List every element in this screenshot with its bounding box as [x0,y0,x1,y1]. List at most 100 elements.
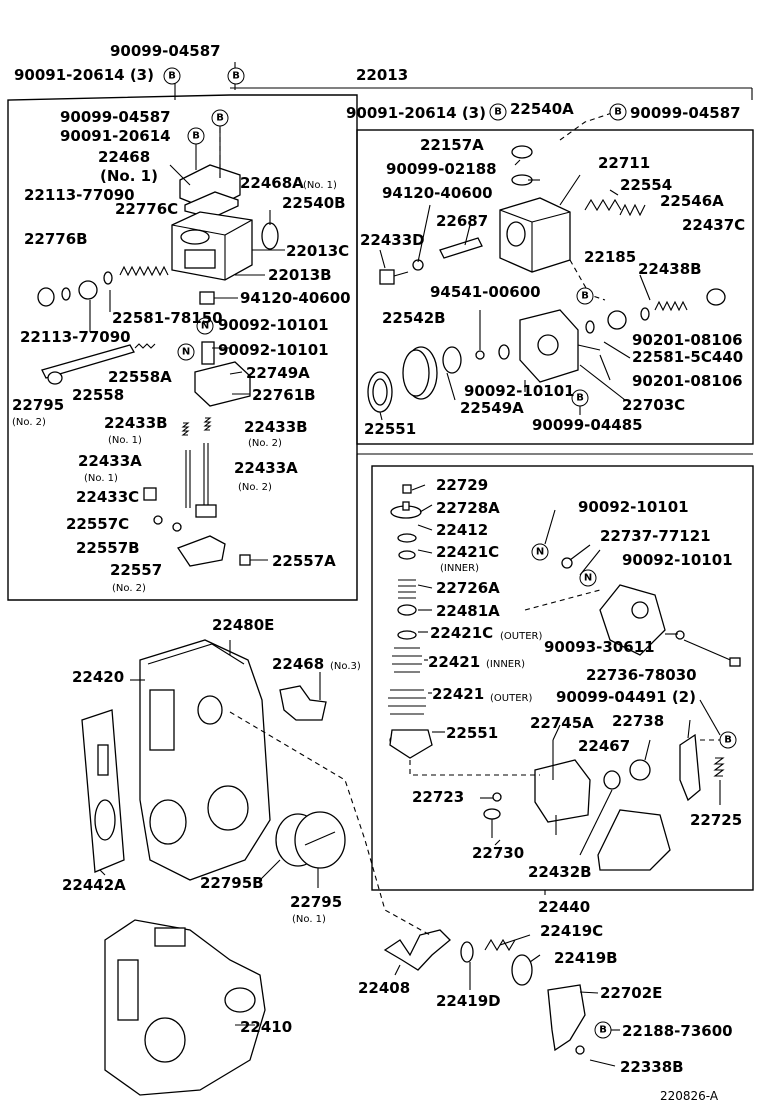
label-22421-inner: (INNER) [486,659,525,670]
label-22546a: 22546A [660,192,724,210]
label-22437c: 22437C [682,216,745,234]
part-drawings-right-lower [388,484,741,871]
label-90099-04587: 90099-04587 [60,108,171,126]
label-22433a: 22433A [78,452,142,470]
label-22468-no3: 22468 [272,655,324,673]
svg-text:B: B [494,107,502,118]
label-22433d: 22433D [360,231,425,249]
label-22761b: 22761B [252,386,316,404]
svg-text:B: B [216,113,224,124]
label-22467: 22467 [578,737,630,755]
label-22551: 22551 [364,420,416,438]
label-22013: 22013 [356,66,408,84]
label-90092-10101: 90092-10101 [218,316,329,334]
label-90092-10101: 90092-10101 [218,341,329,359]
label-22433b-no2: (No. 2) [248,438,282,449]
label-22013c: 22013C [286,242,349,260]
label-22557-no2: (No. 2) [112,583,146,594]
label-90092-10101: 90092-10101 [464,382,575,400]
label-22421c: 22421C [436,543,499,561]
label-22795: 22795 [12,396,64,414]
label-22188-73600: 22188-73600 [622,1022,733,1040]
svg-text:B: B [232,71,240,82]
label-22729: 22729 [436,476,488,494]
label-90093-30611: 90093-30611 [544,638,655,656]
label-22421: 22421 [432,685,484,703]
right-upper-assembly-frame [356,129,754,445]
label-22795-no2: (No. 2) [12,417,46,428]
label-22433b: 22433B [244,418,308,436]
label-90099-04491: 90099-04491 (2) [556,688,696,706]
svg-text:N: N [182,347,190,358]
label-22725: 22725 [690,811,742,829]
label-22338b: 22338B [620,1058,684,1076]
marker-b: B [719,731,737,749]
label-22419d: 22419D [436,992,501,1010]
label-22185: 22185 [584,248,636,266]
label-22795: 22795 [290,893,342,911]
marker-b: B [571,389,589,407]
label-22412: 22412 [436,521,488,539]
label-22557a: 22557A [272,552,336,570]
label-22410: 22410 [240,1018,292,1036]
left-upper-assembly-frame [7,87,753,601]
marker-n: N [196,317,214,335]
marker-b: B [609,103,627,121]
label-22013b: 22013B [268,266,332,284]
svg-text:B: B [581,291,589,302]
label-90091-20614: 90091-20614 (3) [14,66,154,84]
part-drawings-left-upper [37,164,279,567]
label-22776b: 22776B [24,230,88,248]
label-22419b: 22419B [554,949,618,967]
label-22420: 22420 [72,668,124,686]
label-90099-02188: 90099-02188 [386,160,497,178]
svg-text:B: B [576,393,584,404]
label-22551: 22551 [446,724,498,742]
label-22687: 22687 [436,212,488,230]
marker-b: B [227,67,245,85]
label-94120-40600: 94120-40600 [382,184,493,202]
label-22557: 22557 [110,561,162,579]
label-22157a: 22157A [420,136,484,154]
marker-n: N [531,543,549,561]
diagram-reference-code: 220826-A [660,1089,719,1103]
label-22557c: 22557C [66,515,129,533]
svg-text:B: B [192,131,200,142]
label-90091-20614: 90091-20614 (3) [346,104,486,122]
marker-b: B [594,1021,612,1039]
marker-b: B [163,67,181,85]
label-22113-77090: 22113-77090 [24,186,135,204]
label-22432b: 22432B [528,863,592,881]
marker-b: B [211,109,229,127]
label-22542b: 22542B [382,309,446,327]
label-22440: 22440 [538,898,590,916]
label-22581-78150: 22581-78150 [112,309,223,327]
label-22481a: 22481A [436,602,500,620]
label-22726a: 22726A [436,579,500,597]
svg-text:B: B [168,71,176,82]
label-22730: 22730 [472,844,524,862]
svg-text:N: N [536,547,544,558]
svg-text:N: N [584,573,592,584]
label-22737-77121: 22737-77121 [600,527,711,545]
label-22480e: 22480E [212,616,274,634]
label-90099-04485: 90099-04485 [532,416,643,434]
label-22557b: 22557B [76,539,140,557]
label-22468a: 22468A [240,174,304,192]
label-22795-no1: (No. 1) [292,914,326,925]
label-22421: 22421 [428,653,480,671]
label-22113-77090: 22113-77090 [20,328,131,346]
label-no3: (No.3) [330,661,361,672]
leader-lines [89,62,721,1067]
label-22736-78030: 22736-78030 [586,666,697,684]
marker-b: B [576,287,594,305]
right-lower-assembly-frame [371,465,754,891]
svg-text:B: B [599,1025,607,1036]
label-22540a: 22540A [510,100,574,118]
label-22438b: 22438B [638,260,702,278]
label-22433a-no1: (No. 1) [84,473,118,484]
svg-text:B: B [724,735,732,746]
label-22581-5c440: 22581-5C440 [632,348,743,366]
label-90092-10101: 90092-10101 [622,551,733,569]
